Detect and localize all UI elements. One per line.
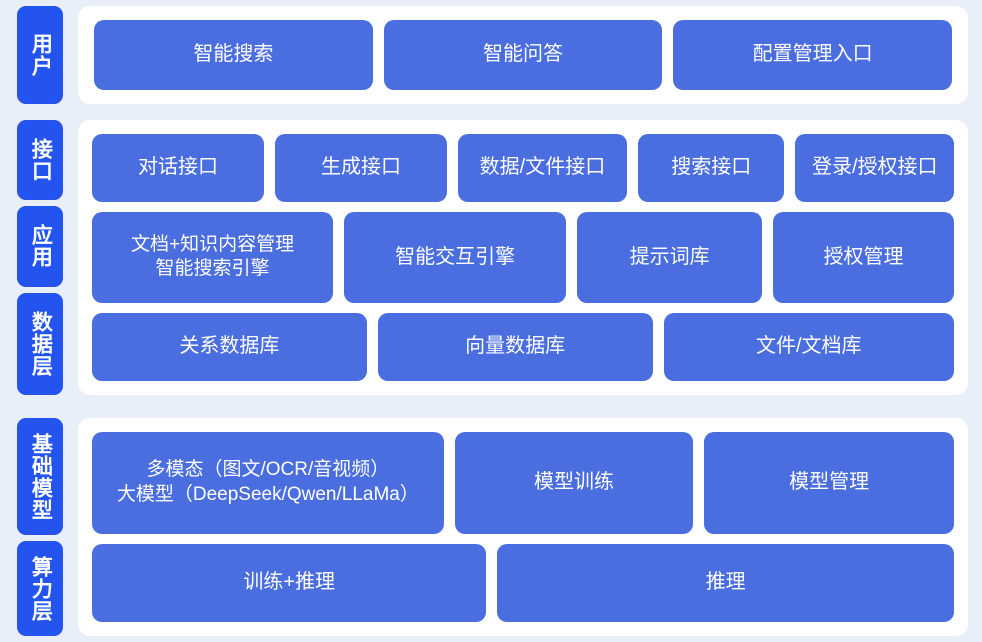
band-user: 用户 智能搜索 智能问答 配置管理入口: [0, 6, 982, 104]
band-platform: 接口 应用 数据层 对话接口 生成接口 数据/文件接口 搜索接口 登录/授权接口…: [0, 120, 982, 395]
cell-prompt-library[interactable]: 提示词库: [577, 211, 763, 303]
band-platform-card: 对话接口 生成接口 数据/文件接口 搜索接口 登录/授权接口 文档+知识内容管理…: [78, 120, 968, 395]
band-user-card: 智能搜索 智能问答 配置管理入口: [78, 6, 968, 104]
cell-multimodal-large-model[interactable]: 多模态（图文/OCR/音视频） 大模型（DeepSeek/Qwen/LLaMa）: [92, 432, 444, 534]
interface-row: 对话接口 生成接口 数据/文件接口 搜索接口 登录/授权接口: [92, 134, 954, 202]
cell-config-management-entry[interactable]: 配置管理入口: [673, 20, 953, 90]
layer-label-compute: 算力层: [17, 541, 63, 636]
band-infra-card: 多模态（图文/OCR/音视频） 大模型（DeepSeek/Qwen/LLaMa）…: [78, 418, 968, 636]
layer-label-interface: 接口: [17, 120, 63, 201]
cell-inference[interactable]: 推理: [497, 543, 954, 622]
cell-authorization-management[interactable]: 授权管理: [773, 211, 954, 303]
band-infra-label-column: 基础模型 算力层: [17, 418, 63, 636]
cell-model-management[interactable]: 模型管理: [704, 432, 954, 534]
cell-file-document-store[interactable]: 文件/文档库: [663, 313, 955, 381]
cell-data-file-api[interactable]: 数据/文件接口: [457, 134, 627, 202]
cell-relational-database[interactable]: 关系数据库: [92, 313, 367, 381]
cell-smart-search[interactable]: 智能搜索: [94, 20, 373, 90]
application-row: 文档+知识内容管理 智能搜索引擎 智能交互引擎 提示词库 授权管理: [92, 211, 954, 303]
compute-row: 训练+推理 推理: [92, 543, 954, 622]
cell-vector-database[interactable]: 向量数据库: [377, 313, 653, 381]
cell-smart-interaction-engine[interactable]: 智能交互引擎: [344, 211, 567, 303]
cell-smart-qa[interactable]: 智能问答: [383, 20, 663, 90]
cell-document-knowledge-management[interactable]: 文档+知识内容管理 智能搜索引擎: [92, 211, 334, 303]
user-row: 智能搜索 智能问答 配置管理入口: [94, 20, 953, 90]
cell-search-api[interactable]: 搜索接口: [637, 134, 785, 202]
cell-generation-api[interactable]: 生成接口: [274, 134, 447, 202]
band-user-label-column: 用户: [17, 6, 63, 104]
cell-training-inference[interactable]: 训练+推理: [92, 543, 487, 622]
model-row: 多模态（图文/OCR/音视频） 大模型（DeepSeek/Qwen/LLaMa）…: [92, 432, 954, 534]
layer-label-foundation-model: 基础模型: [17, 418, 63, 535]
cell-dialog-api[interactable]: 对话接口: [92, 134, 264, 202]
layer-label-user: 用户: [17, 6, 63, 104]
layer-label-application: 应用: [17, 206, 63, 287]
cell-login-auth-api[interactable]: 登录/授权接口: [795, 134, 954, 202]
data-row: 关系数据库 向量数据库 文件/文档库: [92, 313, 955, 381]
band-platform-label-column: 接口 应用 数据层: [17, 120, 63, 395]
layer-label-data: 数据层: [17, 292, 63, 395]
band-infra: 基础模型 算力层 多模态（图文/OCR/音视频） 大模型（DeepSeek/Qw…: [0, 418, 982, 636]
cell-model-training[interactable]: 模型训练: [454, 432, 694, 534]
